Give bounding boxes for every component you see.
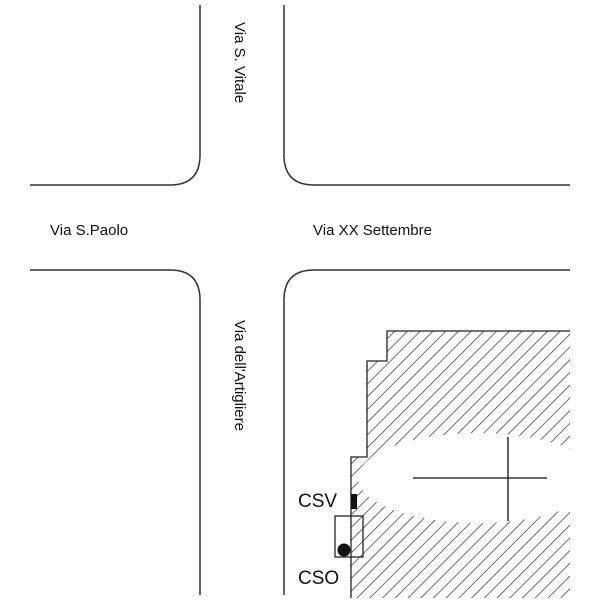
cso-label: CSO	[298, 568, 339, 589]
curb-southeast	[283, 269, 570, 595]
street-label-south: Via dell'Artigliere	[231, 320, 248, 431]
csv-marker	[351, 494, 357, 509]
cso-marker	[337, 543, 351, 557]
curb-southwest	[30, 269, 201, 595]
building-outline	[350, 330, 570, 598]
building-hatched-area	[351, 331, 570, 598]
curb-northeast	[283, 5, 570, 186]
csv-label: CSV	[298, 491, 337, 512]
crosshair-icon	[413, 437, 547, 521]
street-label-west: Via S.Paolo	[50, 222, 128, 239]
curb-northwest	[30, 5, 201, 186]
street-label-north: Via S. Vitale	[231, 22, 248, 103]
street-label-east: Via XX Settembre	[313, 222, 432, 239]
cso-box	[334, 515, 364, 558]
